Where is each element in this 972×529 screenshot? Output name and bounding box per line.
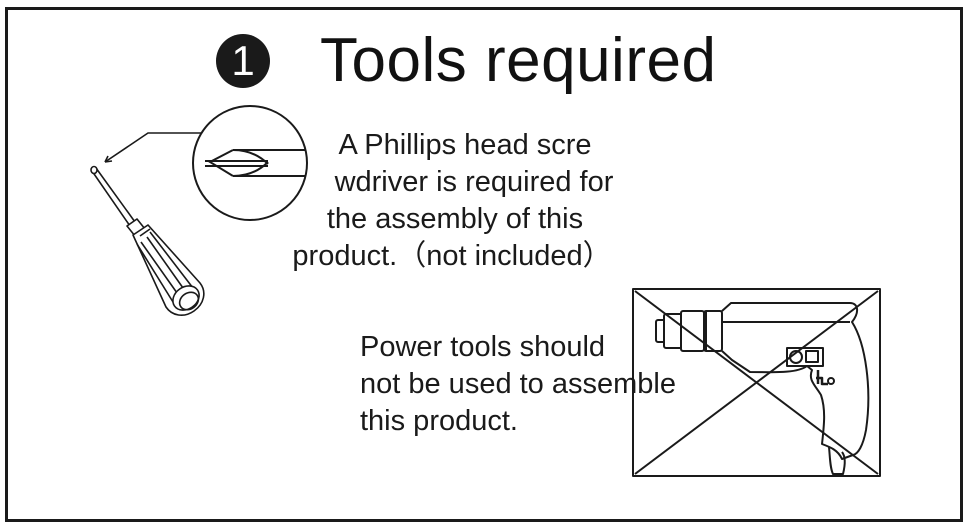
- warning-text-line: this product.: [360, 405, 518, 437]
- page-title: Tools required: [320, 26, 717, 95]
- warning-text-line: Power tools should: [360, 331, 606, 363]
- instruction-panel-border: [5, 7, 963, 522]
- step-number-badge: 1: [216, 34, 270, 88]
- power-tool-warning-text: Power tools should not be used to assemb…: [360, 329, 676, 440]
- screwdriver-text-line: the assembly of this: [326, 203, 584, 235]
- screwdriver-text-line: product.（not included）: [292, 240, 612, 272]
- phillips-screwdriver-icon: [90, 165, 205, 316]
- warning-text-line: not be used to assemble: [360, 368, 676, 400]
- step-number: 1: [231, 37, 255, 84]
- callout-arrow-icon: [104, 132, 205, 163]
- screwdriver-requirement-text: A Phillips head scre wdriver is required…: [272, 127, 632, 275]
- step-header: 1 Tools required: [216, 26, 716, 96]
- screwdriver-text-line: A Phillips head scre: [338, 129, 592, 161]
- power-drill-crossed-out-icon: [632, 288, 881, 477]
- screwdriver-text-line: wdriver is required for: [334, 166, 614, 198]
- phillips-tip-magnified-icon: [192, 105, 308, 221]
